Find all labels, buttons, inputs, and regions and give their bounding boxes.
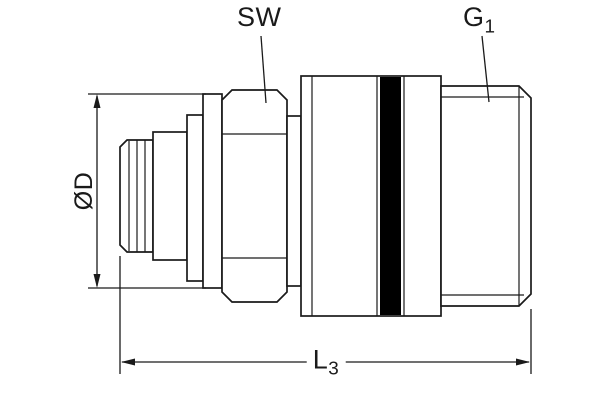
stub-collar	[152, 131, 188, 261]
coupling-body	[300, 75, 442, 317]
o-ring	[380, 77, 401, 315]
dimension-l3-arrow-right	[516, 358, 530, 366]
hex-nut	[221, 89, 288, 303]
label-sw-text: SW	[237, 2, 282, 32]
label-l3-main: L	[312, 344, 329, 375]
male-thread-g1	[440, 85, 532, 307]
leader-lines	[260, 35, 490, 104]
body-step	[286, 115, 302, 287]
washer-small	[186, 114, 204, 282]
label-g1-main: G	[463, 2, 485, 32]
label-sw: SW	[237, 2, 282, 33]
label-l3: L3	[306, 344, 346, 380]
washer-large	[202, 93, 223, 289]
dimension-d-arrow-down	[93, 274, 101, 288]
dimension-d-arrow-up	[93, 94, 101, 108]
dimension-d	[88, 93, 206, 289]
label-d-text: ØD	[69, 171, 98, 211]
label-g1: G1	[463, 2, 496, 37]
leader-sw	[260, 35, 267, 104]
label-diameter-d: ØD	[64, 161, 104, 221]
dimension-l3-arrow-left	[121, 358, 135, 366]
coupling-parts	[119, 75, 532, 317]
label-l3-sub: 3	[328, 358, 340, 380]
label-g1-sub: 1	[484, 16, 496, 38]
leader-g1	[481, 35, 490, 103]
